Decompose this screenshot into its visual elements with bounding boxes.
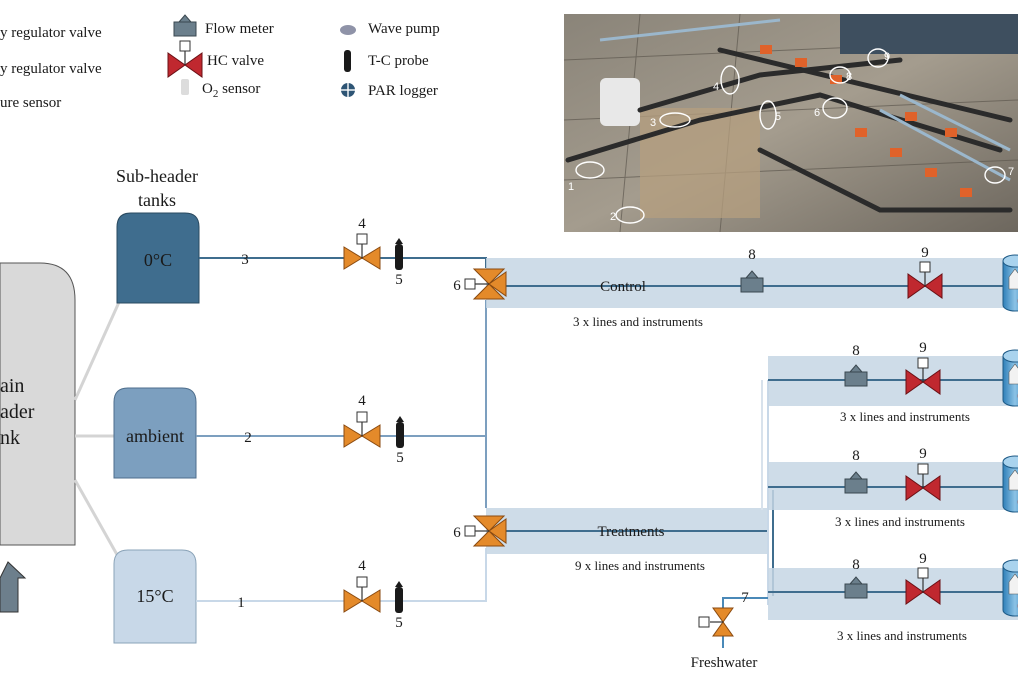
tank-label: 0°C [144,250,172,270]
o2-sensor-icon [181,79,189,95]
line-number: 1 [237,595,245,611]
legend-label: sensor [218,81,260,97]
line-number: 3 [241,252,249,268]
regulator-valve-icon [343,233,381,270]
legend-label: y regulator valve [0,25,102,41]
photo-inset: 1 2 3 4 5 6 7 8 9 [563,13,1018,233]
meter-number: 8 [852,557,860,573]
legend-label: O [202,81,213,97]
branch-subtext: 3 x lines and instruments [840,409,970,424]
legend-label: O2 sensor [202,81,260,100]
legend-label: Flow meter [205,21,274,37]
main-tank-label: ader [0,401,35,423]
tank-label: 15°C [136,586,173,606]
photo-marker: 3 [650,117,656,129]
main-tank-label: nk [0,427,20,449]
tc-probe-icon [395,238,403,270]
regulator-valve-icon [343,576,381,613]
wave-pump-icon [340,25,356,35]
supply-pipes [196,257,487,602]
hc-valve-icon [167,40,203,78]
experiment-tank-icon [1002,455,1018,513]
tc-probe-icon [396,416,404,448]
three-way-valve-icon [464,268,507,300]
legend-label: PAR logger [368,83,438,99]
tank-label: ambient [126,426,184,446]
control-label: Control [600,279,646,295]
meter-number: 8 [852,343,860,359]
photo-marker: 6 [814,107,820,119]
meter-number: 8 [748,247,756,263]
meter-number: 8 [852,448,860,464]
probe-number: 5 [395,272,403,288]
photo-marker: 8 [846,71,852,83]
legend-label: T-C probe [368,53,429,69]
photo-marker: 7 [1008,166,1014,178]
subheader-tank-ambient: ambient [113,387,197,479]
photo-marker: 2 [610,211,616,223]
legend-label: ure sensor [0,95,61,111]
main-tank-label: ain [0,375,24,397]
flow-meter-icon [173,14,197,37]
valve-number: 6 [453,278,461,294]
freshwater-valve-icon [712,607,734,637]
treatments-subtext: 9 x lines and instruments [575,558,705,573]
legend: y regulator valve y regulator valve ure … [0,14,440,111]
legend-label: y regulator valve [0,61,102,77]
subheader-tank-cold: 0°C [116,212,200,304]
main-header-tank: ain ader nk [0,262,76,613]
probe-number: 5 [396,450,404,466]
valve-number: 6 [453,525,461,541]
legend-subscript: 2 [213,88,219,100]
valve-number: 7 [741,590,749,606]
inflow-arrow-icon [0,561,27,613]
probe-number: 5 [395,615,403,631]
main-to-subheader-pipes [73,299,122,561]
valve-number: 9 [919,551,927,567]
legend-label: HC valve [207,53,264,69]
experiment-tank-icon [1002,254,1018,312]
control-subtext: 3 x lines and instruments [573,314,703,329]
valve-number: 9 [919,446,927,462]
experiment-tank-icon [1002,559,1018,617]
regulator-valve-icon [343,411,381,448]
par-logger-icon [341,83,355,97]
valve-number: 4 [358,558,366,574]
treatment-branch-band [768,568,1018,620]
three-way-valve-icon [464,515,507,547]
tc-probe-icon [344,50,351,72]
valve-number: 9 [921,245,929,261]
subheader-tank-warm: 15°C [113,549,197,644]
valve-actuator [698,616,710,628]
tc-probe-icon [395,581,403,613]
freshwater-label: Freshwater [691,655,758,671]
valve-number: 4 [358,216,366,232]
photo-marker: 5 [775,111,781,123]
photo-marker: 9 [884,51,890,63]
valve-number: 4 [358,393,366,409]
treatments-label: Treatments [598,524,665,540]
photo-marker: 4 [713,81,719,93]
experiment-tank-icon [1002,349,1018,407]
subheader-title: tanks [138,190,176,210]
branch-subtext: 3 x lines and instruments [835,514,965,529]
line-number: 2 [244,430,252,446]
legend-label: Wave pump [368,21,440,37]
valve-number: 9 [919,340,927,356]
subheader-title: Sub-header [116,166,198,186]
branch-subtext: 3 x lines and instruments [837,628,967,643]
photo-marker: 1 [568,181,574,193]
